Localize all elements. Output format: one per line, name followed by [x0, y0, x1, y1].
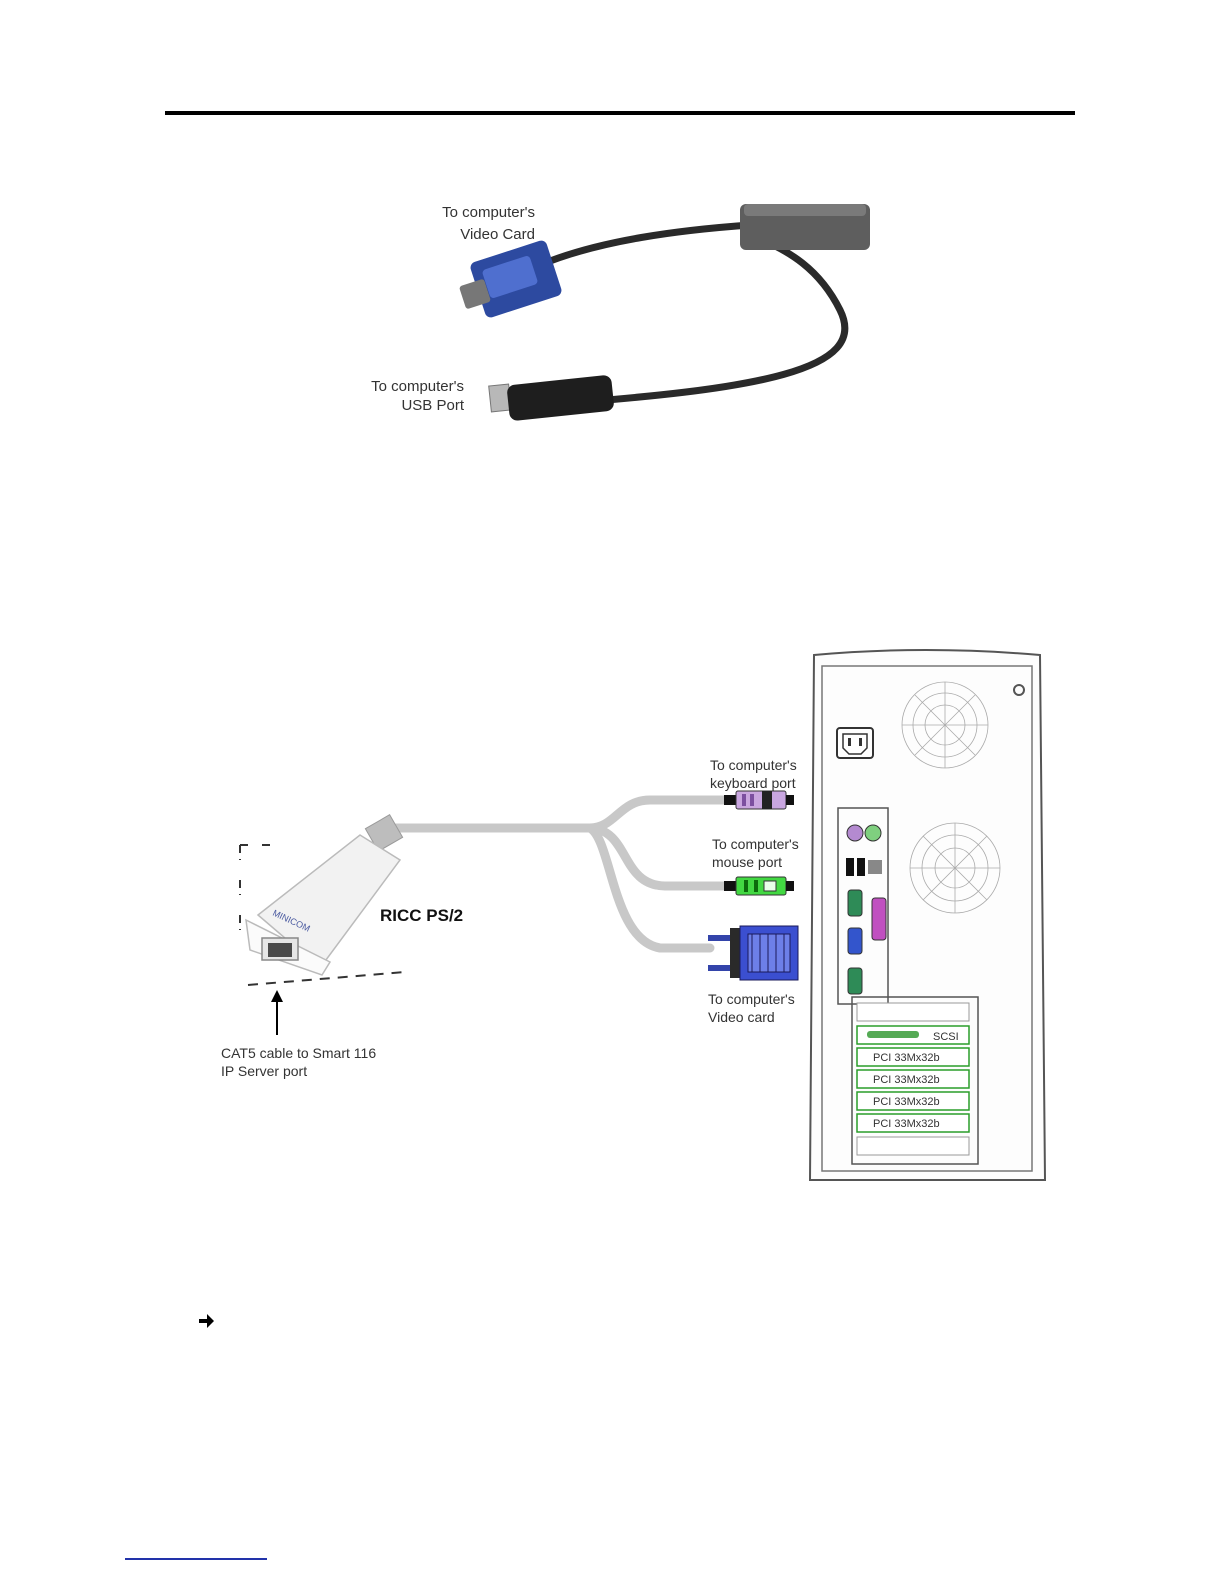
cable-bundle: [375, 800, 735, 948]
pci-slot-label: PCI 33Mx32b: [873, 1118, 940, 1130]
arrow-bullet-icon: [198, 1312, 216, 1330]
pci-slot-label: PCI 33Mx32b: [873, 1096, 940, 1108]
device-name-label: RICC PS/2: [380, 906, 463, 925]
power-socket: [837, 728, 873, 758]
keyboard-ps2-connector: [724, 791, 794, 809]
scsi-label: SCSI: [933, 1031, 959, 1043]
pci-slot-label: PCI 33Mx32b: [873, 1074, 940, 1086]
computer-tower-rear: SCSI PCI 33Mx32b PCI 33Mx32b PCI 33Mx32b…: [810, 650, 1045, 1180]
vga-diagram-connector: [708, 926, 798, 980]
mouse-ps2-connector: [724, 877, 794, 895]
fan-bottom: [910, 823, 1000, 913]
pci-slot-label: PCI 33Mx32b: [873, 1052, 940, 1064]
cat5-arrow: [271, 990, 283, 1035]
footer-link-underline[interactable]: [125, 1558, 267, 1560]
